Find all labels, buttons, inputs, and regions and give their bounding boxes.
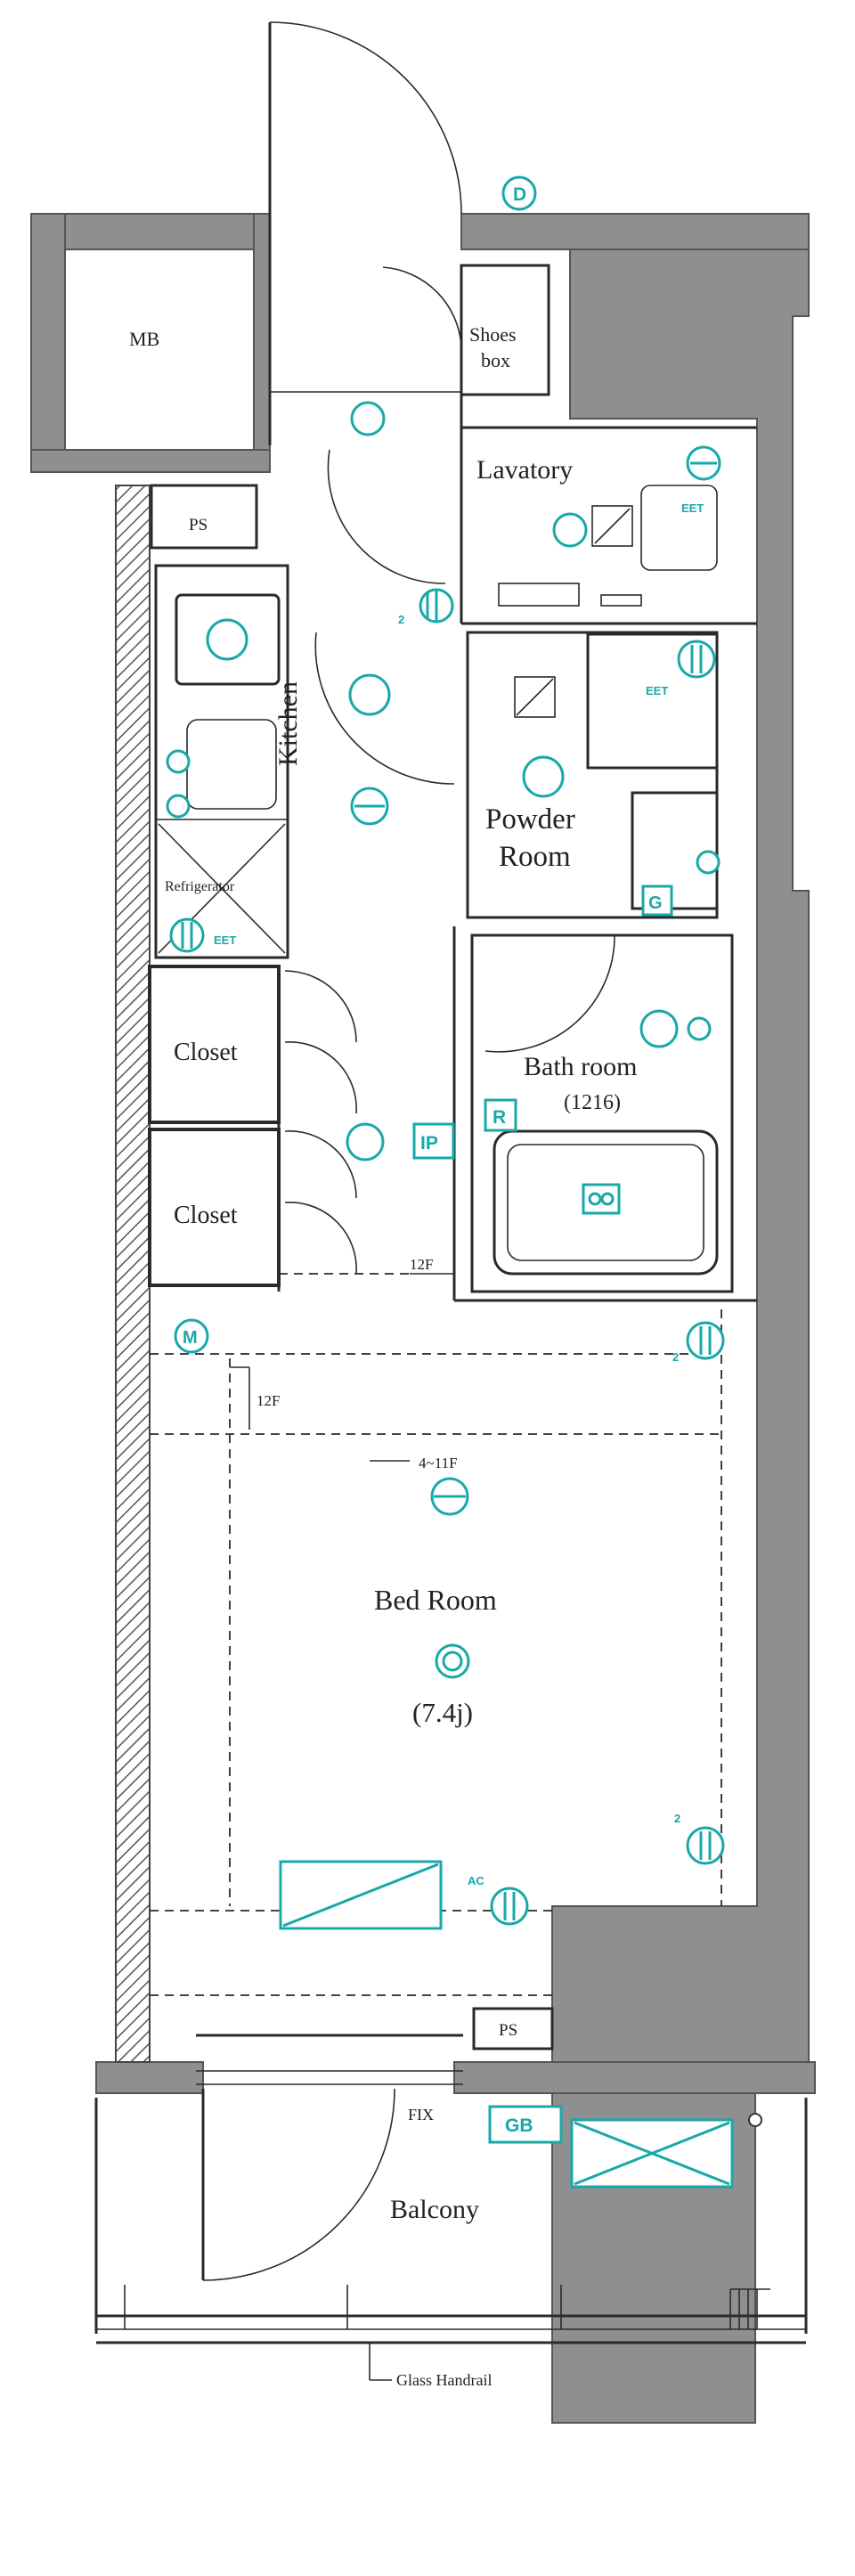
closet-label-1: Closet [174, 1039, 238, 1066]
walls [30, 213, 816, 2424]
room-labels: MB Shoes box PS Lavatory Kitchen Powder … [129, 323, 638, 2224]
ps-top-label: PS [189, 516, 208, 534]
bath-room-size: (1216) [564, 1091, 621, 1114]
floor-12f-hall: 12F [410, 1256, 433, 1273]
eet-label-kitchen: EET [214, 933, 236, 947]
sup-2-b: 2 [674, 1812, 680, 1825]
kitchen-label: Kitchen [273, 681, 303, 766]
closet-label-2: Closet [174, 1202, 238, 1229]
lavatory-label: Lavatory [476, 455, 573, 485]
powder-room-label-1: Powder [485, 803, 575, 836]
ps-bottom-label: PS [499, 2021, 517, 2040]
equipment-symbols: D EET EET G EET IP R [166, 175, 762, 2189]
room-outlines [94, 214, 808, 2344]
sup-2-a: 2 [672, 1350, 679, 1364]
r-label: R [493, 1107, 506, 1128]
ac-label: AC [468, 1874, 484, 1887]
eet-label-lavatory: EET [681, 501, 704, 515]
shoes-box-label-1: Shoes [469, 323, 517, 346]
gb-label: GB [505, 2115, 533, 2136]
fix-label: FIX [408, 2106, 434, 2124]
bed-room-size: (7.4j) [412, 1697, 473, 1728]
balcony-label: Balcony [390, 2195, 479, 2224]
ip-label: IP [420, 1133, 438, 1153]
bed-room-label: Bed Room [374, 1584, 497, 1616]
eet-label-powder: EET [646, 684, 668, 697]
glass-handrail-label: Glass Handrail [396, 2371, 492, 2389]
powder-room-label-2: Room [499, 841, 571, 873]
sup-2-c: 2 [398, 613, 404, 626]
refrigerator-label: Refrigerator [165, 879, 235, 894]
floor-12f-bed: 12F [256, 1392, 280, 1409]
floor-4-11f: 4~11F [419, 1455, 458, 1471]
mb-label: MB [129, 328, 159, 350]
notes: 12F 12F 4~11F FIX Glass Handrail [256, 1256, 492, 2389]
bath-room-label: Bath room [524, 1052, 638, 1081]
doors [201, 21, 615, 2281]
m-label: M [183, 1328, 198, 1348]
shoes-box-label-2: box [481, 349, 510, 371]
door-mark: D [513, 184, 526, 205]
g-label: G [648, 893, 663, 913]
